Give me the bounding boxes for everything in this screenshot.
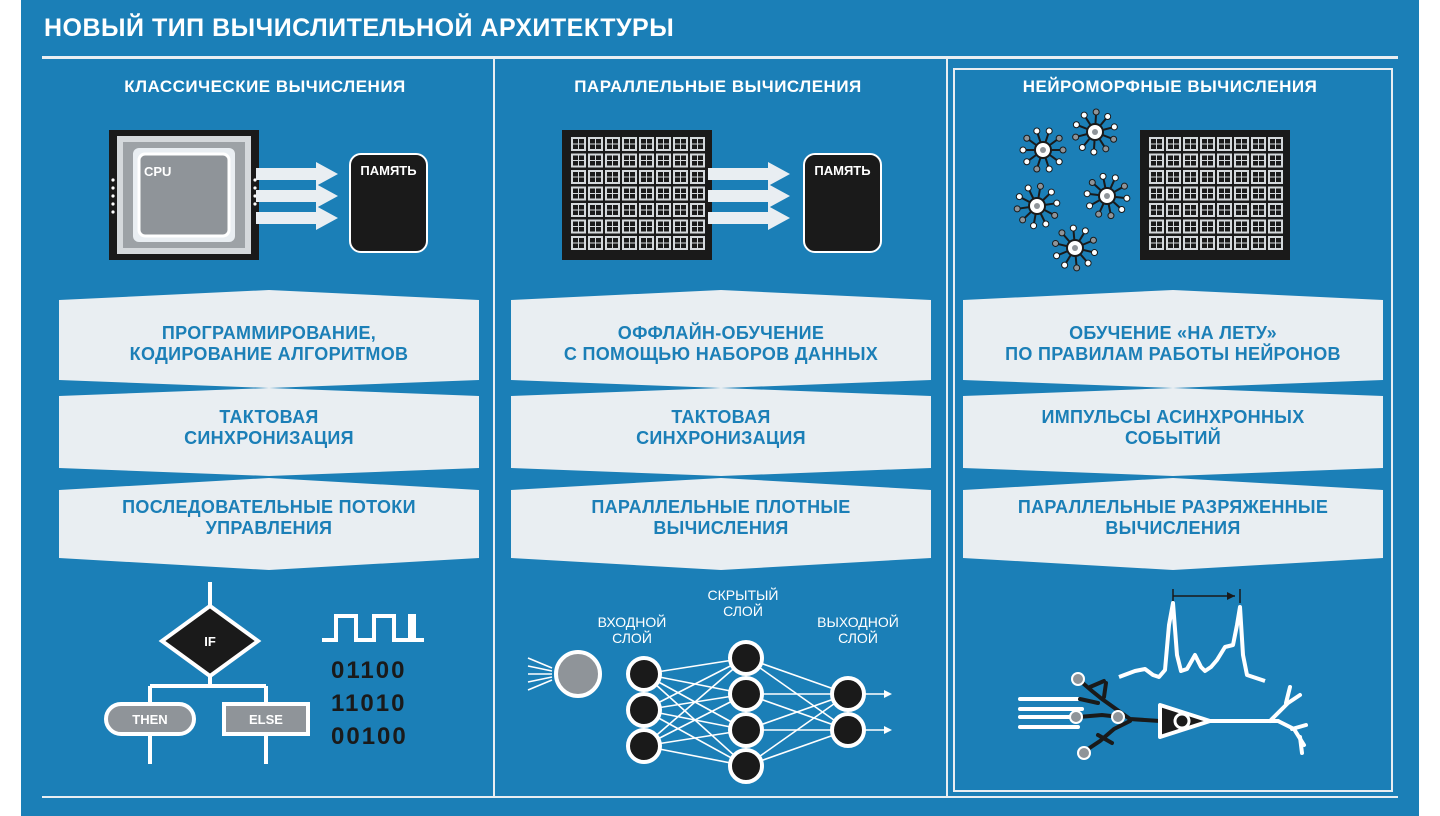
chevron-box — [59, 478, 479, 570]
neuron-icon — [1072, 108, 1118, 156]
network-node — [626, 656, 662, 692]
output-layer-label-1: ВЫХОДНОЙ — [817, 613, 899, 630]
chevron-box — [59, 388, 479, 476]
then-label: THEN — [132, 712, 167, 727]
if-label: IF — [204, 634, 216, 649]
network-node — [728, 640, 764, 676]
spike-train-icon — [1118, 589, 1266, 683]
else-label: ELSE — [249, 712, 283, 727]
chevron-box — [511, 388, 931, 476]
cpu-label-layer: CPU — [144, 164, 171, 179]
spiking-neuron-icon — [1018, 672, 1308, 760]
hidden-layer-label-1: СКРЫТЫЙ — [707, 586, 778, 603]
box-classical-programming: ПРОГРАММИРОВАНИЕ,КОДИРОВАНИЕ АЛГОРИТМОВ — [129, 323, 409, 364]
binary-row-1: 01100 — [331, 657, 407, 684]
network-node — [728, 712, 764, 748]
chevron-box — [963, 388, 1383, 476]
input-node — [554, 650, 602, 698]
input-layer-label-1: ВХОДНОЙ — [598, 613, 667, 630]
chevron-box — [963, 478, 1383, 570]
binary-row-2: 11010 — [331, 690, 407, 717]
then-pill — [104, 702, 196, 736]
arrows-to-memory-1 — [256, 162, 338, 230]
flowchart-diagram: IF THEN ELSE — [104, 582, 310, 764]
network-node — [626, 728, 662, 764]
neuron-icon — [1083, 172, 1131, 220]
parallel-processor-icon — [562, 130, 712, 260]
hidden-layer-label-2: СЛОЙ — [723, 602, 763, 619]
if-diamond — [158, 603, 262, 679]
memory-block-2 — [803, 153, 882, 253]
neural-network-diagram: ВХОДНОЙ СЛОЙ СКРЫТЫЙ СЛОЙ ВЫХОДНОЙ СЛОЙ — [527, 586, 899, 784]
output-layer-label-2: СЛОЙ — [838, 629, 878, 646]
column-divider-1 — [493, 59, 495, 798]
network-node — [830, 676, 866, 712]
chevron-box — [511, 290, 931, 388]
chevron-box — [963, 290, 1383, 388]
network-node — [728, 676, 764, 712]
arrows-to-memory-2 — [708, 162, 790, 230]
memory-block-1 — [349, 153, 428, 253]
network-node — [830, 712, 866, 748]
cpu-label: CPU — [144, 164, 171, 179]
neuron-cluster-icon — [1013, 108, 1131, 272]
clock-signal-icon — [322, 614, 424, 642]
heading-classical: КЛАССИЧЕСКИЕ ВЫЧИСЛЕНИЯ — [124, 77, 406, 96]
network-node — [728, 748, 764, 784]
title-divider — [42, 56, 1398, 59]
memory-label-1: ПАМЯТЬ — [360, 163, 417, 178]
neuron-icon — [1019, 127, 1067, 173]
memory-label-2: ПАМЯТЬ — [814, 163, 871, 178]
chevron-box — [511, 478, 931, 570]
heading-neuromorphic: НЕЙРОМОРФНЫЕ ВЫЧИСЛЕНИЯ — [1022, 77, 1318, 96]
network-node — [626, 692, 662, 728]
bottom-divider — [42, 796, 1398, 798]
page-title: НОВЫЙ ТИП ВЫЧИСЛИТЕЛЬНОЙ АРХИТЕКТУРЫ — [44, 14, 675, 42]
box-neuro-learning: ОБУЧЕНИЕ «НА ЛЕТУ»ПО ПРАВИЛАМ РАБОТЫ НЕЙ… — [1005, 323, 1341, 364]
else-rect — [222, 702, 310, 736]
column-divider-2 — [946, 59, 948, 798]
neuromorphic-highlight-frame — [953, 68, 1393, 792]
cpu-chip-icon — [109, 130, 259, 260]
heading-parallel: ПАРАЛЛЕЛЬНЫЕ ВЫЧИСЛЕНИЯ — [574, 77, 862, 96]
neuromorphic-chip-icon — [1140, 130, 1290, 260]
chevron-box — [59, 290, 479, 388]
binary-row-3: 00100 — [331, 723, 408, 750]
input-layer-label-2: СЛОЙ — [612, 629, 652, 646]
neuron-icon — [1013, 182, 1061, 230]
neuron-icon — [1052, 224, 1098, 272]
network-edges — [643, 657, 888, 767]
